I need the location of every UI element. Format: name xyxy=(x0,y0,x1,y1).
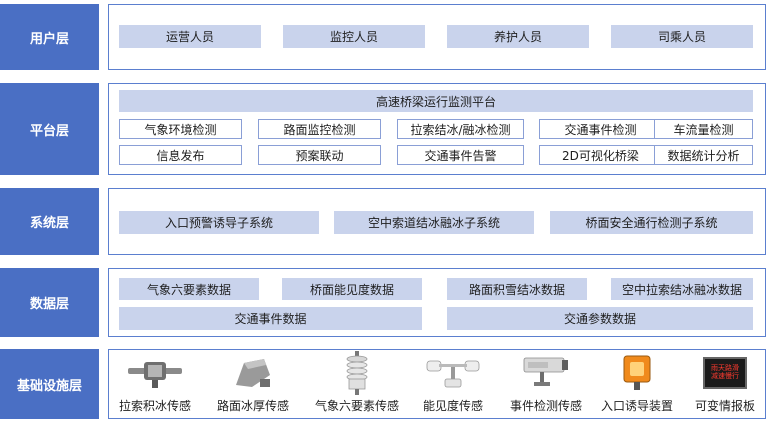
layer-label-platform: 平台层 xyxy=(0,83,99,175)
platform-item-event-alarm: 交通事件告警 xyxy=(397,145,524,165)
user-item-maintenance: 养护人员 xyxy=(447,25,589,48)
device-label: 路面冰厚传感 xyxy=(216,399,289,413)
system-item-bridge-safety: 桥面安全通行检测子系统 xyxy=(550,211,753,234)
system-layer-box: 入口预警诱导子系统 空中索道结冰融冰子系统 桥面安全通行检测子系统 xyxy=(108,188,766,255)
platform-item-road-monitor: 路面监控检测 xyxy=(258,119,381,139)
sign-text-line2: 减速慢行 xyxy=(711,372,739,380)
visibility-sensor-icon xyxy=(423,353,483,393)
platform-title: 高速桥梁运行监测平台 xyxy=(119,90,753,112)
layer-label-user: 用户层 xyxy=(0,4,99,70)
data-item-visibility: 桥面能见度数据 xyxy=(282,278,422,300)
user-layer-box: 运营人员 监控人员 养护人员 司乘人员 xyxy=(108,4,766,70)
device-cable-ice-sensor: 拉索积冰传感 xyxy=(111,350,199,414)
platform-item-weather: 气象环境检测 xyxy=(119,119,242,139)
user-item-operations: 运营人员 xyxy=(119,25,261,48)
system-item-entry-warning: 入口预警诱导子系统 xyxy=(119,211,319,234)
platform-item-info-publish: 信息发布 xyxy=(119,145,242,165)
data-item-weather: 气象六要素数据 xyxy=(119,278,259,300)
device-label: 事件检测传感 xyxy=(509,399,582,413)
layer-label-data: 数据层 xyxy=(0,268,99,337)
device-guidance-light: 入口诱导装置 xyxy=(593,350,681,414)
user-item-monitoring: 监控人员 xyxy=(283,25,425,48)
infra-layer-box: 拉索积冰传感 路面冰厚传感 气象六要素传感 xyxy=(108,349,766,419)
platform-item-cable-ice: 拉索结冰/融冰检测 xyxy=(397,119,524,139)
system-item-cable-ice: 空中索道结冰融冰子系统 xyxy=(334,211,534,234)
device-weather-station: 气象六要素传感 xyxy=(305,350,409,414)
device-event-camera: 事件检测传感 xyxy=(501,350,591,414)
layer-label-infra: 基础设施层 xyxy=(0,349,99,419)
device-variable-message-sign: 雨天路滑 减速慢行 可变情报板 xyxy=(683,350,767,414)
road-ice-sensor-icon xyxy=(223,353,283,393)
data-item-traffic-event: 交通事件数据 xyxy=(119,307,422,330)
variable-message-sign-icon: 雨天路滑 减速慢行 xyxy=(695,353,755,393)
sign-text-line1: 雨天路滑 xyxy=(711,364,739,373)
cable-ice-sensor-icon xyxy=(125,353,185,393)
platform-item-statistics: 数据统计分析 xyxy=(654,145,753,165)
device-road-ice-sensor: 路面冰厚传感 xyxy=(209,350,297,414)
device-visibility-sensor: 能见度传感 xyxy=(413,350,493,414)
platform-item-2d-bridge: 2D可视化桥梁 xyxy=(539,145,662,165)
data-item-cable-ice: 空中拉索结冰融冰数据 xyxy=(611,278,753,300)
device-label: 拉索积冰传感 xyxy=(118,399,191,413)
user-item-passengers: 司乘人员 xyxy=(611,25,753,48)
event-camera-icon xyxy=(516,353,576,393)
device-label: 可变情报板 xyxy=(694,399,755,413)
layer-label-system: 系统层 xyxy=(0,188,99,255)
data-item-road-snow-ice: 路面积雪结冰数据 xyxy=(447,278,587,300)
platform-layer-box: 高速桥梁运行监测平台 气象环境检测 路面监控检测 拉索结冰/融冰检测 交通事件检… xyxy=(108,83,766,175)
platform-item-event-detect: 交通事件检测 xyxy=(539,119,662,139)
platform-item-traffic-flow: 车流量检测 xyxy=(654,119,753,139)
device-label: 入口诱导装置 xyxy=(600,399,673,413)
platform-item-plan-linkage: 预案联动 xyxy=(258,145,381,165)
data-layer-box: 气象六要素数据 桥面能见度数据 路面积雪结冰数据 空中拉索结冰融冰数据 交通事件… xyxy=(108,268,766,337)
guidance-light-icon xyxy=(607,353,667,393)
device-label: 气象六要素传感 xyxy=(314,399,399,413)
device-label: 能见度传感 xyxy=(422,399,483,413)
weather-station-icon xyxy=(327,351,387,395)
data-item-traffic-params: 交通参数数据 xyxy=(447,307,753,330)
